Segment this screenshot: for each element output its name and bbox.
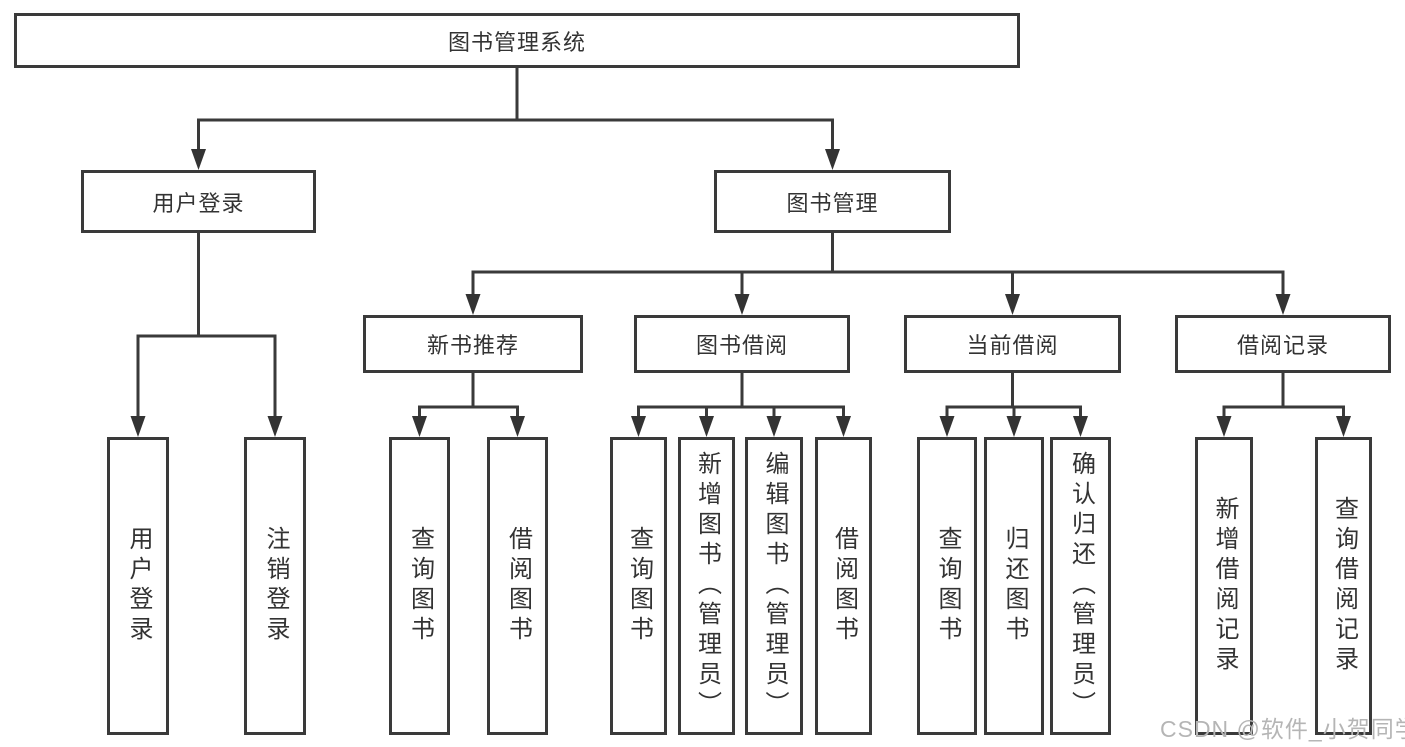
arrow-down-icon <box>1336 416 1351 437</box>
node-book-borrow: 图书借阅 <box>634 315 850 373</box>
arrow-down-icon <box>825 149 840 170</box>
arrow-down-icon <box>631 416 646 437</box>
leaf-borrow-books: 借阅图书 <box>815 437 872 735</box>
arrow-down-icon <box>1005 294 1020 315</box>
leaf-add-books-admin: 新增图书（管理员） <box>678 437 735 735</box>
arrow-down-icon <box>465 294 481 315</box>
node-label: 当前借阅 <box>966 333 1059 358</box>
node-label: 查询借阅记录 <box>1330 496 1358 676</box>
arrow-down-icon <box>130 416 146 437</box>
node-label: 借阅图书 <box>830 526 858 646</box>
node-label: 图书管理系统 <box>447 29 586 55</box>
leaf-query-borrow-record: 查询借阅记录 <box>1315 437 1372 735</box>
arrow-down-icon <box>510 416 525 437</box>
leaf-return-books: 归还图书 <box>984 437 1044 735</box>
arrow-down-icon <box>191 149 206 170</box>
node-label: 查询图书 <box>625 526 653 646</box>
node-label: 归还图书 <box>1001 526 1028 646</box>
node-label: 查询图书 <box>934 526 961 646</box>
node-label: 新书推荐 <box>426 333 519 358</box>
arrow-down-icon <box>734 294 750 315</box>
csdn-watermark: CSDN @软件_小贺同学 <box>1160 716 1405 742</box>
node-label: 借阅记录 <box>1236 333 1329 358</box>
node-library-system: 图书管理系统 <box>14 13 1020 68</box>
arrow-down-icon <box>836 416 851 437</box>
arrow-down-icon <box>939 416 955 437</box>
arrow-down-icon <box>1275 294 1291 315</box>
node-label: 用户登录 <box>152 190 245 216</box>
node-label: 图书借阅 <box>695 333 788 358</box>
leaf-query-books: 查询图书 <box>610 437 667 735</box>
leaf-borrow-books: 借阅图书 <box>487 437 548 735</box>
arrow-down-icon <box>1073 416 1088 437</box>
arrow-down-icon <box>699 416 714 437</box>
node-label: 图书管理 <box>786 190 879 216</box>
arrow-down-icon <box>1216 416 1232 437</box>
node-label: 用户登录 <box>125 526 152 646</box>
arrow-down-icon <box>1006 416 1022 437</box>
node-new-book-recommend: 新书推荐 <box>363 315 583 373</box>
node-current-borrow: 当前借阅 <box>904 315 1121 373</box>
leaf-query-books: 查询图书 <box>917 437 977 735</box>
node-label: 注销登录 <box>262 526 289 646</box>
arrow-down-icon <box>412 416 427 437</box>
node-label: 新增借阅记录 <box>1211 496 1238 676</box>
node-user-login: 用户登录 <box>81 170 316 233</box>
node-borrow-records: 借阅记录 <box>1175 315 1391 373</box>
leaf-add-borrow-record: 新增借阅记录 <box>1195 437 1253 735</box>
node-label: 确认归还（管理员） <box>1067 451 1095 721</box>
node-label: 查询图书 <box>406 526 434 646</box>
node-book-management: 图书管理 <box>714 170 951 233</box>
leaf-edit-books-admin: 编辑图书（管理员） <box>745 437 803 735</box>
leaf-confirm-return-admin: 确认归还（管理员） <box>1050 437 1111 735</box>
node-label: 新增图书（管理员） <box>693 451 721 721</box>
leaf-query-books: 查询图书 <box>389 437 450 735</box>
node-label: 借阅图书 <box>504 526 532 646</box>
leaf-user-login: 用户登录 <box>107 437 169 735</box>
node-label: 编辑图书（管理员） <box>761 451 788 721</box>
arrow-down-icon <box>267 416 283 437</box>
arrow-down-icon <box>766 416 782 437</box>
leaf-logout: 注销登录 <box>244 437 306 735</box>
